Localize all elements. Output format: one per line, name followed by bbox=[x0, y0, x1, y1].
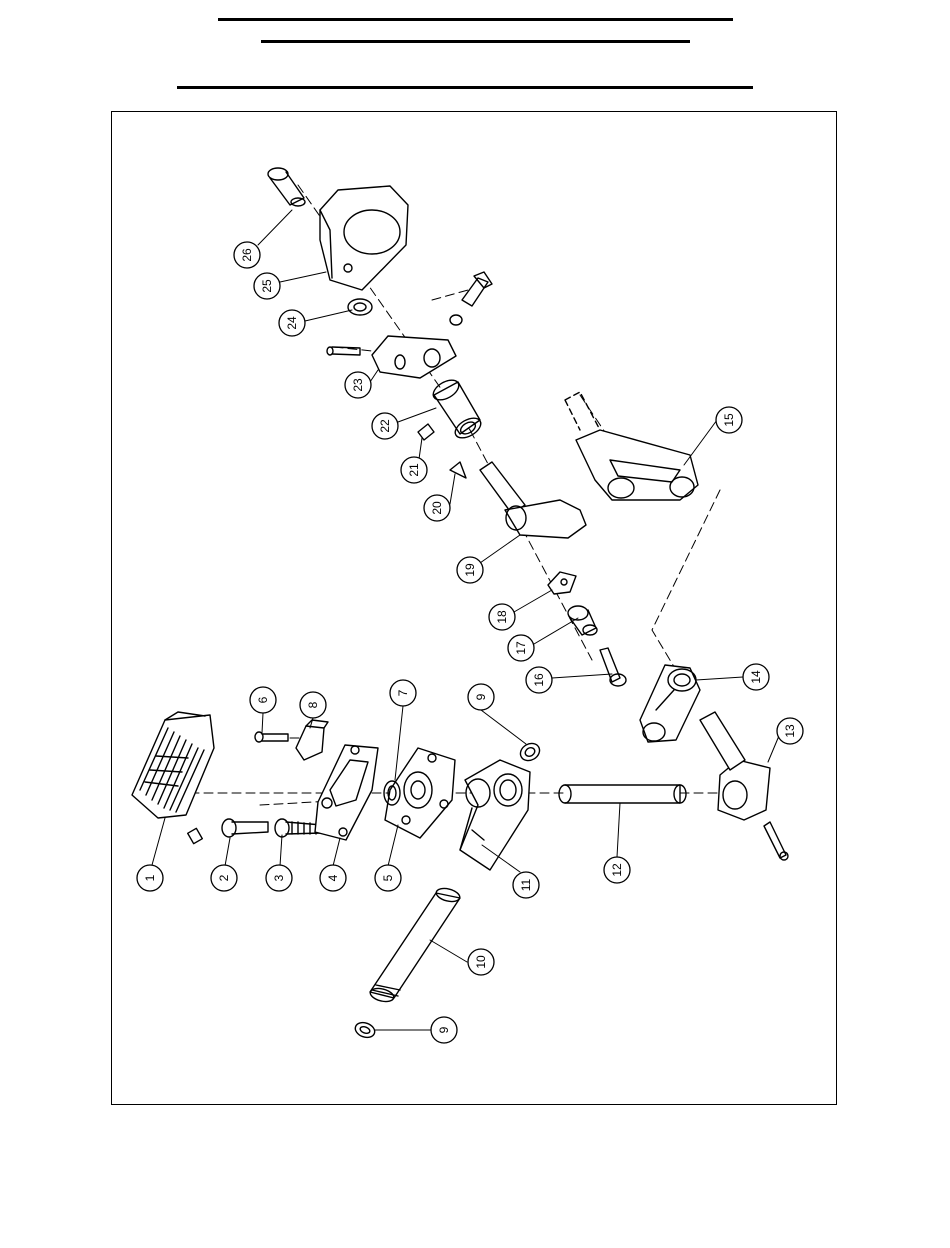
part-13-collar bbox=[700, 712, 788, 860]
hex-bolt bbox=[450, 272, 492, 325]
callout-14-label: 14 bbox=[749, 670, 763, 684]
callout-19: 19 bbox=[457, 557, 483, 583]
callout-10-label: 10 bbox=[474, 955, 488, 969]
callout-13: 13 bbox=[777, 718, 803, 744]
part-10-shaft bbox=[369, 886, 461, 1003]
callout-5-label: 5 bbox=[381, 874, 395, 881]
callout-2-label: 2 bbox=[217, 874, 231, 881]
callout-4: 4 bbox=[320, 865, 346, 891]
callout-26: 26 bbox=[234, 242, 260, 268]
callout-25: 25 bbox=[254, 273, 280, 299]
callout-18: 18 bbox=[489, 604, 515, 630]
part-19-crank bbox=[480, 462, 586, 538]
part-21-set-screw bbox=[418, 424, 434, 440]
callout-16-label: 16 bbox=[532, 673, 546, 687]
callout-1-label: 1 bbox=[143, 874, 157, 881]
callout-9-top: 9 bbox=[468, 684, 494, 710]
callout-26-label: 26 bbox=[240, 248, 254, 262]
callout-20: 20 bbox=[424, 495, 450, 521]
callout-25-label: 25 bbox=[260, 279, 274, 293]
part-11-lever bbox=[460, 760, 530, 870]
callout-20-label: 20 bbox=[430, 501, 444, 515]
part-24-washer bbox=[348, 299, 372, 315]
part-2-screw bbox=[222, 819, 268, 837]
part-20-key bbox=[450, 462, 466, 478]
callout-10: 10 bbox=[468, 949, 494, 975]
part-9-washer-top bbox=[517, 740, 542, 764]
callout-6-label: 6 bbox=[256, 696, 270, 703]
part-14-link bbox=[640, 665, 700, 742]
callout-7: 7 bbox=[390, 680, 416, 706]
callout-23-label: 23 bbox=[351, 378, 365, 392]
callout-22-label: 22 bbox=[378, 419, 392, 433]
callout-1: 1 bbox=[137, 865, 163, 891]
leader-lines bbox=[152, 210, 781, 1030]
callout-18-label: 18 bbox=[495, 610, 509, 624]
callout-13-label: 13 bbox=[783, 724, 797, 738]
callout-15: 15 bbox=[716, 407, 742, 433]
part-1-feed-dog bbox=[132, 712, 214, 844]
part-9-washer-bottom bbox=[353, 1020, 377, 1040]
callouts: 1 2 3 4 5 6 7 8 9 9 10 11 12 13 14 15 16… bbox=[137, 242, 803, 1043]
part-6-screw bbox=[255, 732, 288, 742]
callout-21: 21 bbox=[401, 457, 427, 483]
part-15-clevis bbox=[565, 392, 698, 500]
part-17-bushing bbox=[568, 606, 597, 635]
part-23-clamp bbox=[327, 336, 456, 378]
part-18-block bbox=[548, 572, 576, 594]
callout-4-label: 4 bbox=[326, 874, 340, 881]
part-22-bushing bbox=[430, 376, 484, 442]
callout-22: 22 bbox=[372, 413, 398, 439]
callout-2: 2 bbox=[211, 865, 237, 891]
callout-6: 6 bbox=[250, 687, 276, 713]
callout-21-label: 21 bbox=[407, 463, 421, 477]
callout-24: 24 bbox=[279, 310, 305, 336]
callout-9-top-label: 9 bbox=[474, 693, 488, 700]
callout-14: 14 bbox=[743, 664, 769, 690]
callout-5: 5 bbox=[375, 865, 401, 891]
callout-9-bottom: 9 bbox=[431, 1017, 457, 1043]
callout-15-label: 15 bbox=[722, 413, 736, 427]
callout-8: 8 bbox=[300, 692, 326, 718]
part-4-plate bbox=[315, 745, 378, 840]
callout-7-label: 7 bbox=[396, 689, 410, 696]
part-8-block bbox=[296, 720, 328, 760]
callout-19-label: 19 bbox=[463, 563, 477, 577]
callout-11-label: 11 bbox=[519, 878, 533, 891]
part-16-screw bbox=[600, 648, 626, 686]
callout-12: 12 bbox=[604, 857, 630, 883]
callout-16: 16 bbox=[526, 667, 552, 693]
callout-23: 23 bbox=[345, 372, 371, 398]
part-25-bracket bbox=[320, 186, 408, 290]
callout-9-bottom-label: 9 bbox=[437, 1026, 451, 1033]
callout-8-label: 8 bbox=[306, 701, 320, 708]
part-12-shaft bbox=[559, 785, 686, 803]
callout-17: 17 bbox=[508, 635, 534, 661]
callout-12-label: 12 bbox=[610, 863, 624, 877]
callout-3: 3 bbox=[266, 865, 292, 891]
callout-17-label: 17 bbox=[514, 641, 528, 655]
callout-3-label: 3 bbox=[272, 874, 286, 881]
callout-11: 11 bbox=[513, 872, 539, 898]
callout-24-label: 24 bbox=[285, 316, 299, 330]
